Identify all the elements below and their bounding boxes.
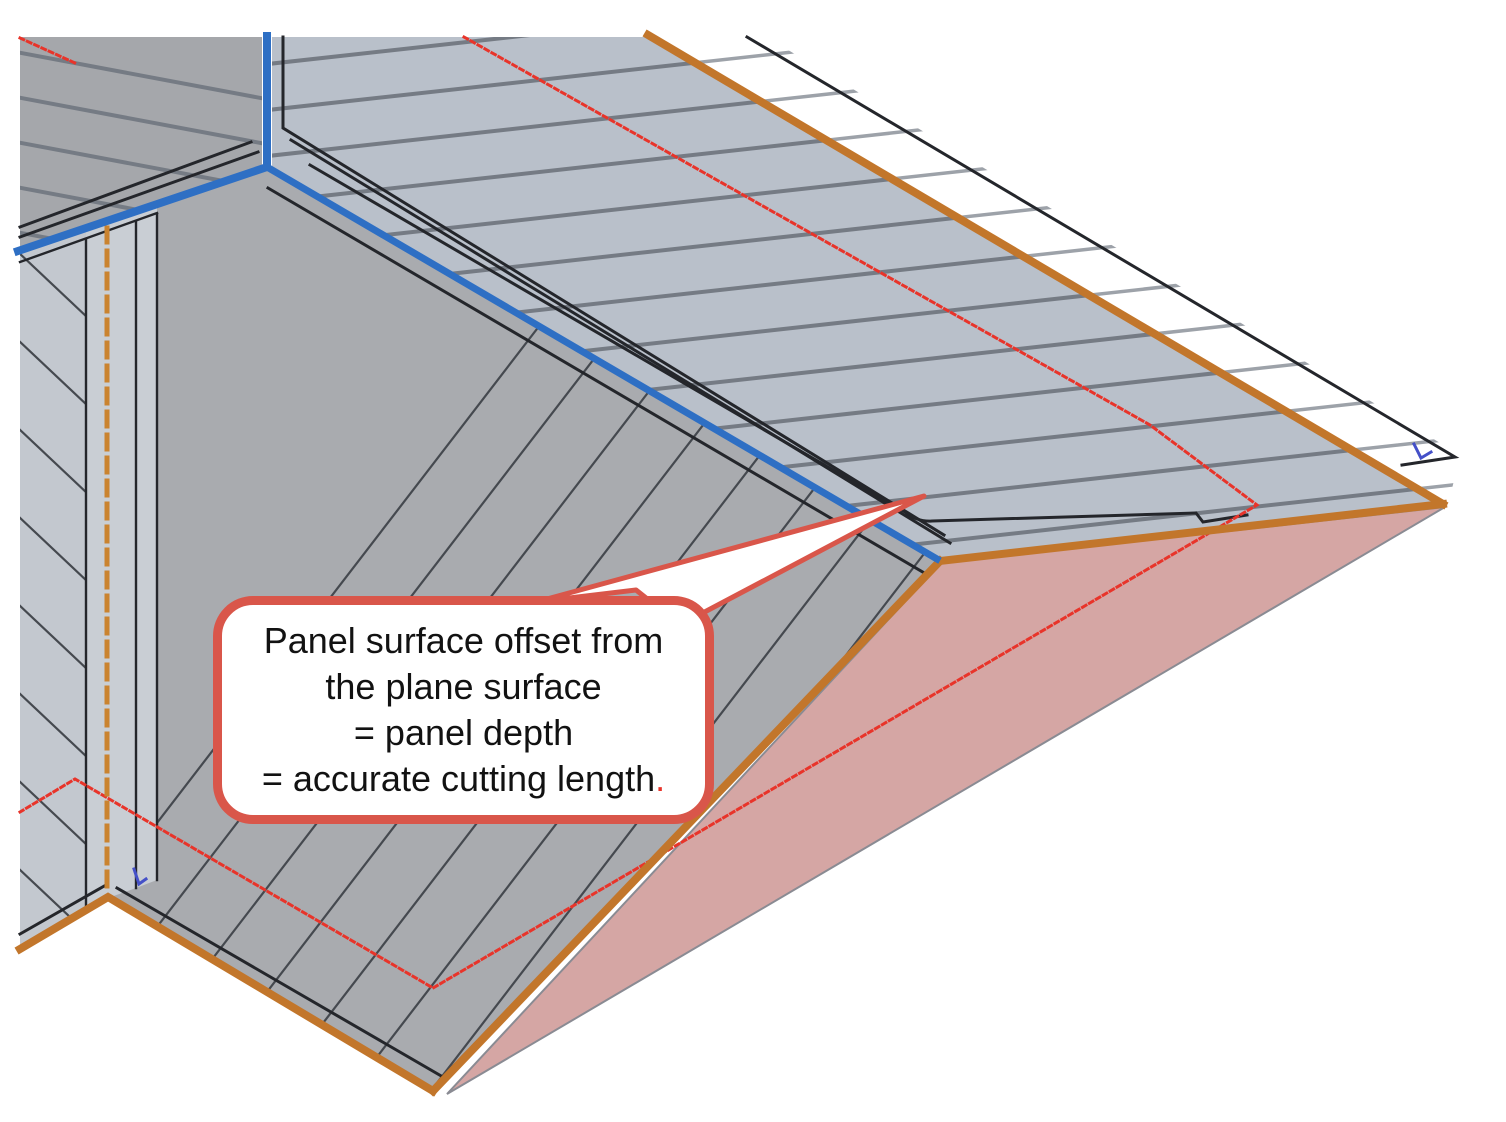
callout-red-period: .	[655, 758, 666, 799]
left-band-hatch-lines	[20, 250, 86, 936]
orange-boundary-lines	[14, 29, 1449, 1097]
left-wall-strip	[86, 205, 157, 912]
blue-ridge-lines	[12, 32, 942, 564]
callout-line: the plane surface	[325, 666, 602, 707]
callout-line: = panel depth	[353, 712, 574, 753]
callout-line: Panel surface offset from	[263, 620, 664, 661]
red-layout-lines	[17, 34, 1260, 990]
blue-tick-marks	[132, 441, 1434, 887]
callout-line: = accurate cutting length.	[261, 758, 666, 799]
callout-bubble: Panel surface offset from the plane surf…	[213, 596, 714, 824]
overhang-wireframe-edge	[744, 34, 1460, 467]
left-wall-band	[20, 231, 86, 947]
callout-tail	[533, 493, 927, 628]
